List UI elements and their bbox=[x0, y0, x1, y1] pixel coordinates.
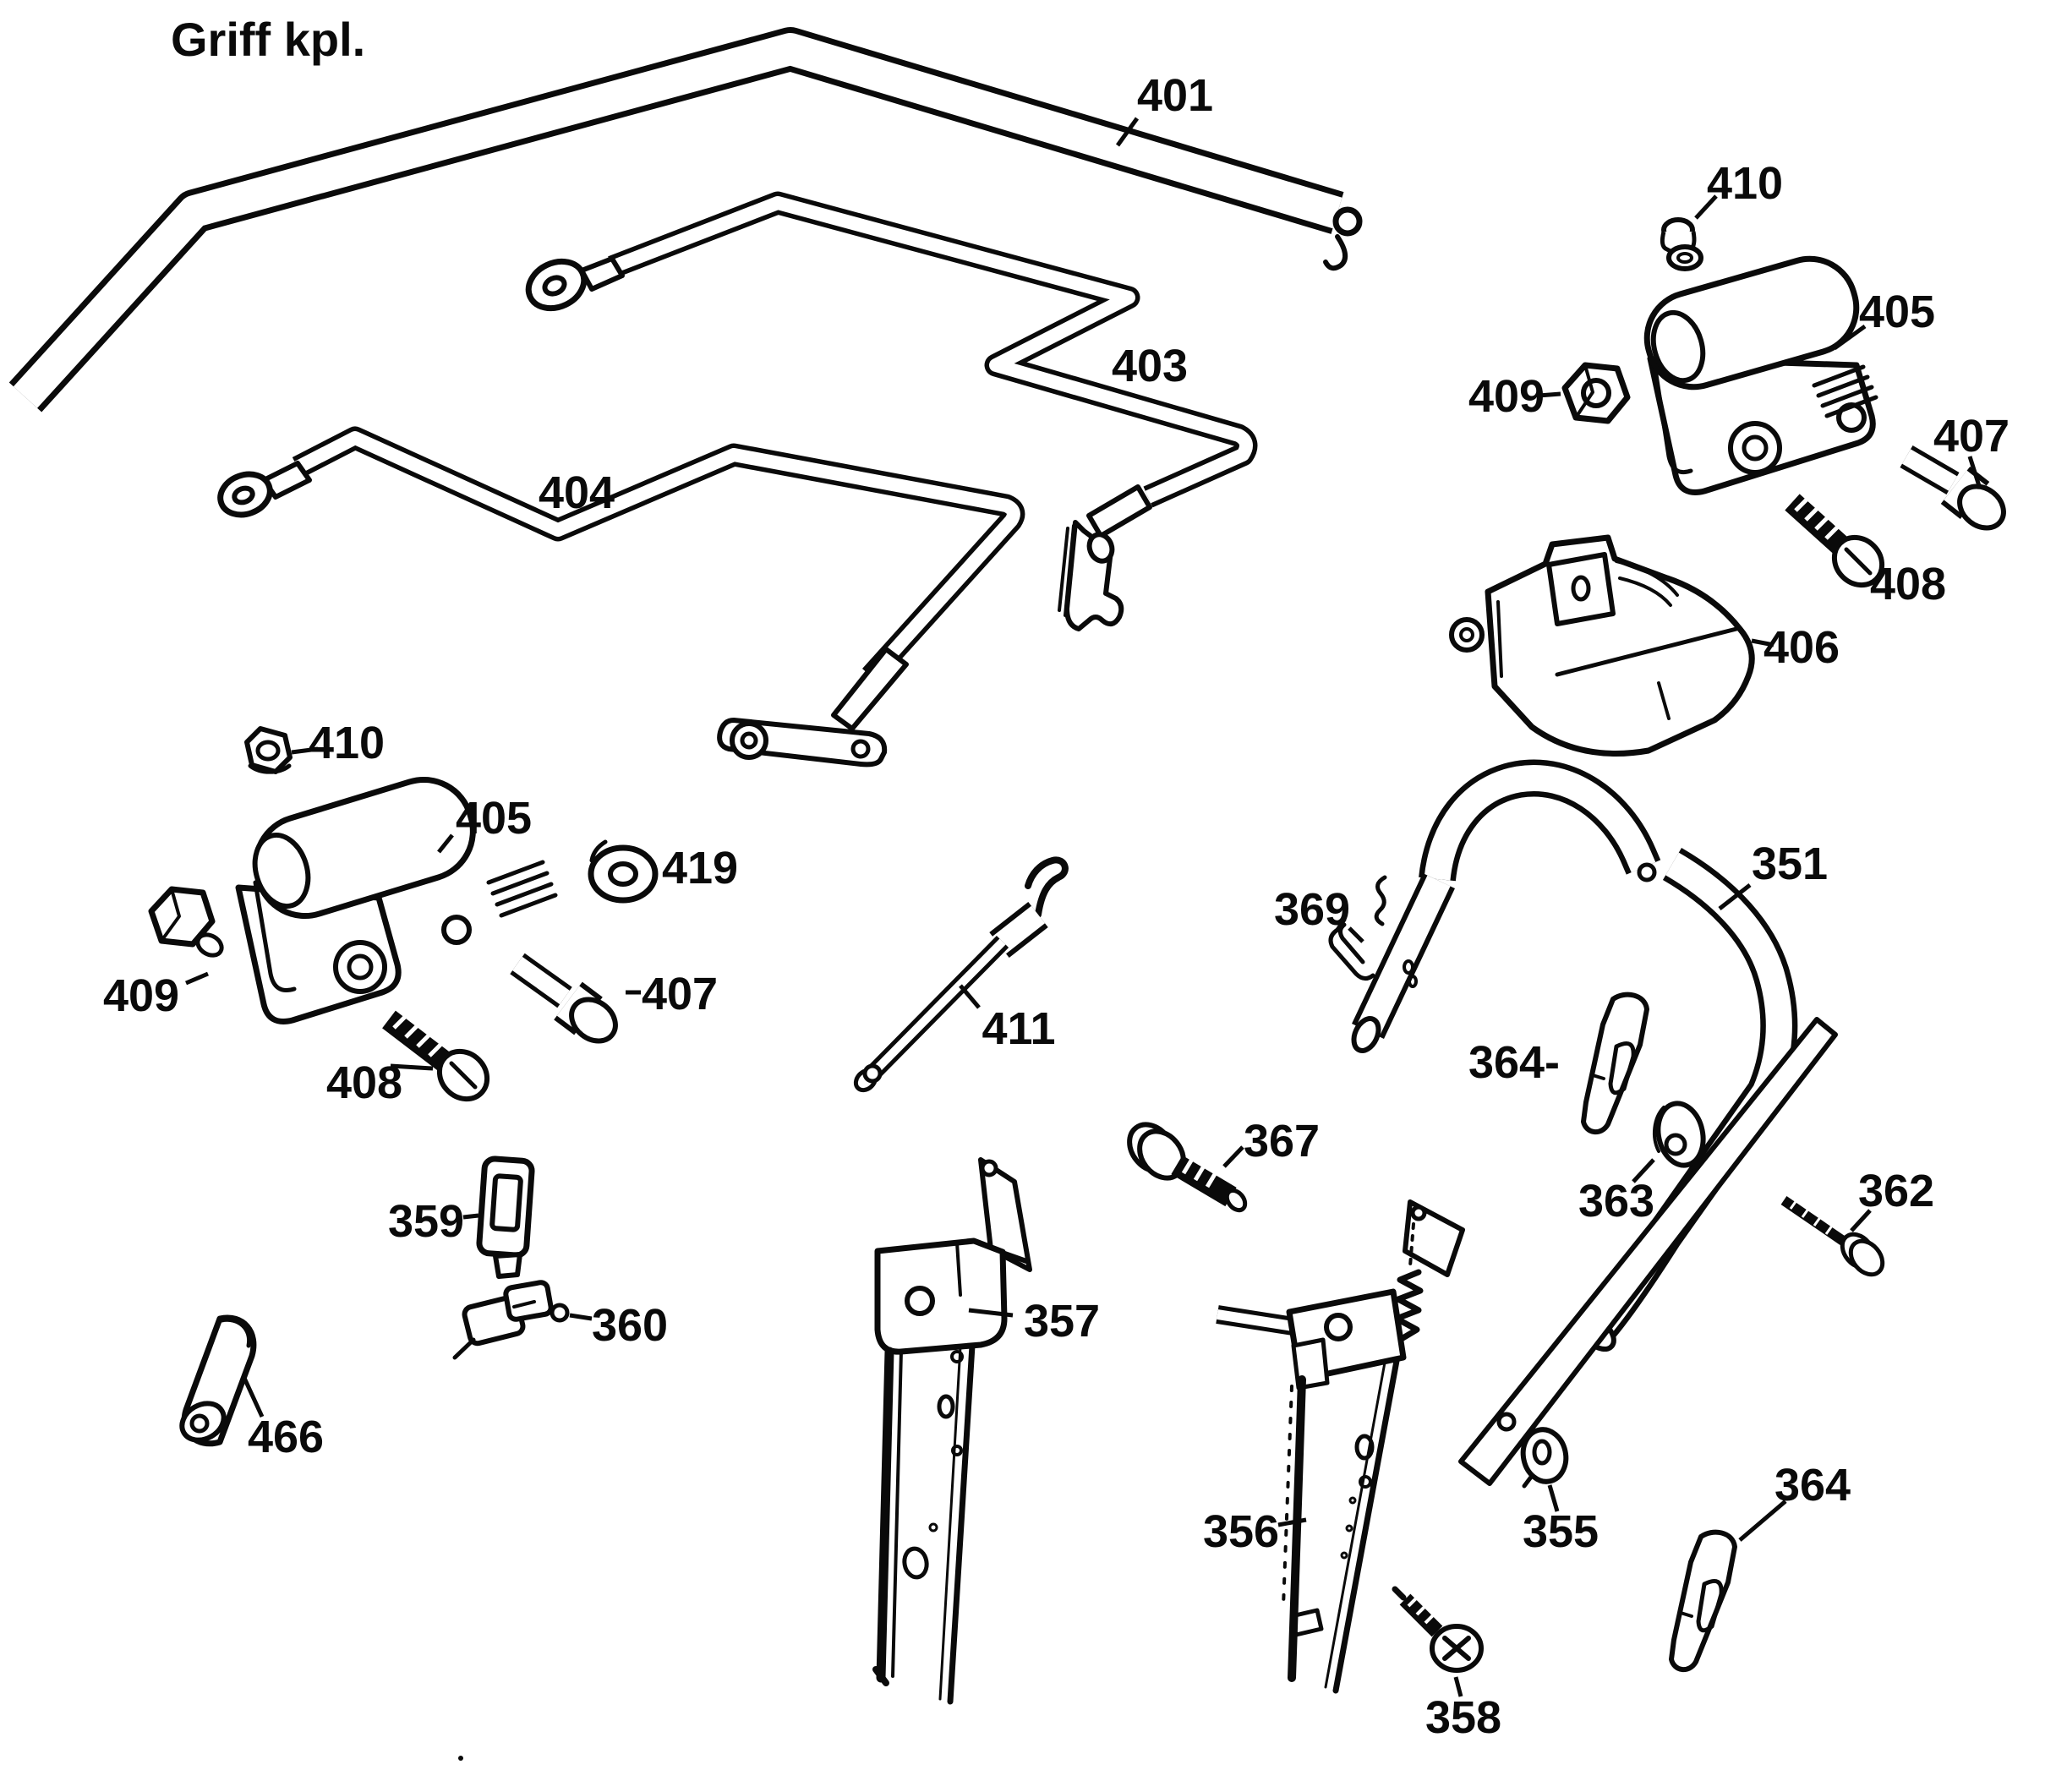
part-label-358: 358 bbox=[1425, 1692, 1501, 1743]
part-label-401: 401 bbox=[1137, 70, 1213, 121]
part-label-409-left: 409 bbox=[103, 970, 179, 1021]
cam-lever-upper bbox=[1581, 992, 1649, 1134]
handle-clamp-left bbox=[235, 776, 558, 1024]
leader-lines bbox=[185, 117, 1982, 1697]
cable-clip-plug bbox=[476, 1156, 535, 1279]
part-label-364-lower: 364 bbox=[1774, 1460, 1851, 1511]
handle-clamp-right bbox=[1643, 255, 1878, 495]
part-label-356: 356 bbox=[1203, 1506, 1279, 1557]
tube-cut-nub bbox=[1637, 862, 1657, 882]
flange-nut-left bbox=[244, 726, 293, 774]
link-rod bbox=[853, 856, 1069, 1093]
tapping-screw bbox=[1780, 1196, 1885, 1277]
bar-latch-hook bbox=[1058, 484, 1152, 631]
part-label-404: 404 bbox=[539, 467, 615, 518]
slot-washer bbox=[1520, 1427, 1569, 1489]
part-label-411: 411 bbox=[982, 1003, 1055, 1054]
part-label-359: 359 bbox=[388, 1196, 464, 1247]
ink-speck bbox=[458, 1756, 463, 1761]
screw-left bbox=[382, 1010, 490, 1102]
part-label-407-right: 407 bbox=[1933, 411, 2010, 462]
part-label-363: 363 bbox=[1578, 1176, 1654, 1227]
part-label-407-left: 407 bbox=[642, 969, 718, 1019]
screw-right bbox=[1785, 494, 1885, 588]
flange-bolt-right bbox=[1660, 217, 1703, 271]
part-label-362: 362 bbox=[1858, 1166, 1934, 1216]
upper-handle-bow bbox=[1351, 759, 1838, 1486]
cam-disc bbox=[1652, 1101, 1706, 1168]
part-label-351: 351 bbox=[1752, 839, 1828, 889]
part-label-357: 357 bbox=[1024, 1296, 1100, 1347]
diagram-title: Griff kpl. bbox=[171, 13, 365, 66]
phillips-screw bbox=[1392, 1586, 1484, 1673]
part-label-364-upper: 364- bbox=[1468, 1037, 1560, 1088]
cam-lever-lower bbox=[1669, 1529, 1737, 1672]
part-label-367: 367 bbox=[1244, 1116, 1320, 1166]
hex-bolt-left bbox=[148, 886, 224, 958]
part-label-409-right: 409 bbox=[1468, 371, 1545, 422]
cable-clamp bbox=[452, 1280, 570, 1360]
part-label-466: 466 bbox=[248, 1412, 324, 1462]
spring-clip bbox=[1328, 917, 1375, 981]
part-label-410-right: 410 bbox=[1707, 158, 1783, 209]
bar-link-end bbox=[717, 647, 909, 768]
part-label-408-left: 408 bbox=[326, 1057, 402, 1108]
bar-eyelet bbox=[217, 471, 273, 518]
handle-strut-right bbox=[1216, 1199, 1465, 1694]
washer-screw bbox=[1127, 1122, 1248, 1213]
handle-strut-left bbox=[872, 1157, 1032, 1705]
handle-trim-strip bbox=[1458, 1017, 1838, 1486]
part-label-369: 369 bbox=[1274, 884, 1350, 935]
coil-spring bbox=[1393, 1269, 1424, 1343]
bar-eyelet bbox=[525, 258, 588, 312]
part-label-355: 355 bbox=[1523, 1506, 1599, 1557]
washer bbox=[588, 839, 659, 904]
hex-nut-right bbox=[1561, 362, 1631, 424]
bolt-left bbox=[510, 953, 618, 1044]
part-label-419: 419 bbox=[662, 843, 738, 893]
part-label-408-right: 408 bbox=[1870, 559, 1946, 609]
part-label-405-right: 405 bbox=[1859, 287, 1935, 337]
tube-end-opening bbox=[1332, 206, 1363, 237]
part-label-405-left: 405 bbox=[456, 793, 532, 844]
s-hook bbox=[1374, 875, 1387, 926]
part-label-406: 406 bbox=[1764, 622, 1840, 673]
upper-handlebar-tube bbox=[8, 27, 1363, 412]
middle-brace-bar bbox=[525, 191, 1258, 631]
bolt-right bbox=[1900, 445, 2006, 531]
cable-guide-cover bbox=[1449, 534, 1755, 757]
lower-brace-bar bbox=[217, 426, 1025, 768]
part-label-360: 360 bbox=[592, 1300, 668, 1351]
part-label-403: 403 bbox=[1112, 341, 1188, 391]
grip-roller bbox=[179, 1314, 257, 1447]
part-label-410-left: 410 bbox=[309, 718, 385, 768]
